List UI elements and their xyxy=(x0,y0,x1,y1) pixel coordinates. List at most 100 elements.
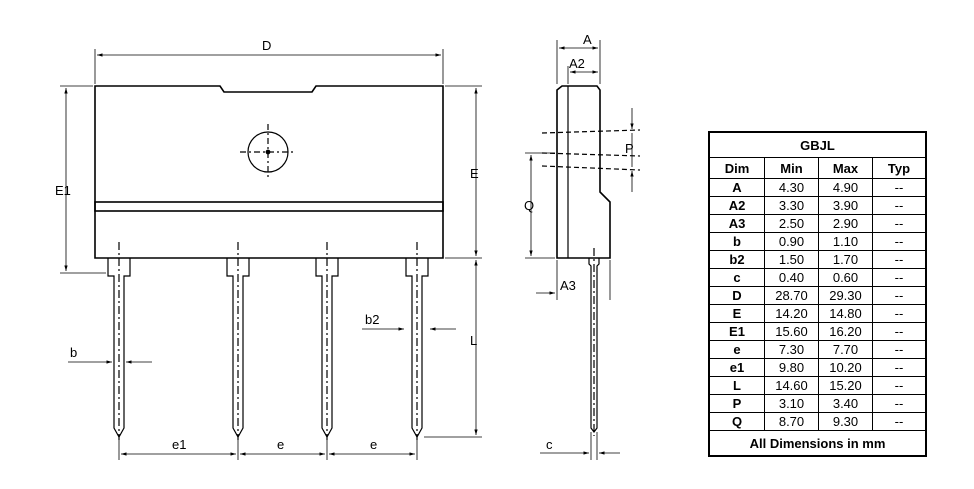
label-P: P xyxy=(625,141,634,156)
cell-max: 15.20 xyxy=(818,376,873,395)
cell-min: 0.40 xyxy=(764,268,819,287)
cell-max: 16.20 xyxy=(818,322,873,341)
front-dimensions xyxy=(60,49,482,460)
cell-dim: A2 xyxy=(708,196,765,215)
cell-typ: -- xyxy=(872,214,927,233)
cell-dim: e xyxy=(708,340,765,359)
cell-max: 9.30 xyxy=(818,412,873,431)
label-e-left: e xyxy=(277,437,284,452)
label-e-right: e xyxy=(370,437,377,452)
cell-max: 2.90 xyxy=(818,214,873,233)
label-Q: Q xyxy=(524,198,534,213)
cell-max: 1.70 xyxy=(818,250,873,269)
cell-min: 15.60 xyxy=(764,322,819,341)
cell-max: 1.10 xyxy=(818,232,873,251)
label-E: E xyxy=(470,166,479,181)
cell-typ: -- xyxy=(872,232,927,251)
label-E1: E1 xyxy=(55,183,71,198)
header-max: Max xyxy=(818,157,873,179)
cell-dim: A xyxy=(708,178,765,197)
cell-min: 1.50 xyxy=(764,250,819,269)
cell-typ: -- xyxy=(872,268,927,287)
pin-2 xyxy=(226,242,250,440)
label-D: D xyxy=(262,38,271,53)
label-A2: A2 xyxy=(569,56,585,71)
cell-max: 7.70 xyxy=(818,340,873,359)
cell-max: 0.60 xyxy=(818,268,873,287)
cell-dim: e1 xyxy=(708,358,765,377)
cell-dim: L xyxy=(708,376,765,395)
cell-typ: -- xyxy=(872,358,927,377)
cell-max: 10.20 xyxy=(818,358,873,377)
header-dim: Dim xyxy=(708,157,765,179)
table-title: GBJL xyxy=(708,131,927,158)
header-min: Min xyxy=(764,157,819,179)
cell-min: 0.90 xyxy=(764,232,819,251)
cell-min: 9.80 xyxy=(764,358,819,377)
cell-min: 14.20 xyxy=(764,304,819,323)
header-typ: Typ xyxy=(872,157,927,179)
table-header-row: Dim Min Max Typ xyxy=(708,157,927,179)
cell-min: 4.30 xyxy=(764,178,819,197)
cell-dim: A3 xyxy=(708,214,765,233)
cell-typ: -- xyxy=(872,340,927,359)
cell-max: 3.40 xyxy=(818,394,873,413)
cell-min: 2.50 xyxy=(764,214,819,233)
cell-min: 28.70 xyxy=(764,286,819,305)
cell-max: 3.90 xyxy=(818,196,873,215)
cell-min: 7.30 xyxy=(764,340,819,359)
side-dimension-labels: A A2 P Q A3 c xyxy=(524,32,634,452)
cell-dim: D xyxy=(708,286,765,305)
cell-max: 29.30 xyxy=(818,286,873,305)
cell-typ: -- xyxy=(872,394,927,413)
cell-typ: -- xyxy=(872,250,927,269)
cell-dim: Q xyxy=(708,412,765,431)
cell-typ: -- xyxy=(872,322,927,341)
cell-min: 14.60 xyxy=(764,376,819,395)
cell-typ: -- xyxy=(872,376,927,395)
cell-max: 14.80 xyxy=(818,304,873,323)
label-L: L xyxy=(470,333,477,348)
label-b: b xyxy=(70,345,77,360)
cell-dim: c xyxy=(708,268,765,287)
cell-min: 3.30 xyxy=(764,196,819,215)
side-body xyxy=(556,85,611,259)
cell-min: 8.70 xyxy=(764,412,819,431)
label-A3: A3 xyxy=(560,278,576,293)
cell-typ: -- xyxy=(872,286,927,305)
front-view xyxy=(94,85,444,259)
cell-dim: b2 xyxy=(708,250,765,269)
cell-dim: P xyxy=(708,394,765,413)
pins xyxy=(107,242,429,440)
label-e1: e1 xyxy=(172,437,186,452)
package-body xyxy=(94,85,444,259)
body-band xyxy=(94,201,444,212)
pin-1 xyxy=(107,242,131,440)
cell-typ: -- xyxy=(872,304,927,323)
pin-3 xyxy=(315,242,339,440)
cell-dim: E xyxy=(708,304,765,323)
front-dimension-labels: D E1 E L b b2 e1 e e xyxy=(55,38,479,452)
cell-typ: -- xyxy=(872,196,927,215)
side-dimensions xyxy=(525,40,634,460)
label-A: A xyxy=(583,32,592,47)
cell-typ: -- xyxy=(872,178,927,197)
cell-min: 3.10 xyxy=(764,394,819,413)
side-view xyxy=(541,85,641,436)
